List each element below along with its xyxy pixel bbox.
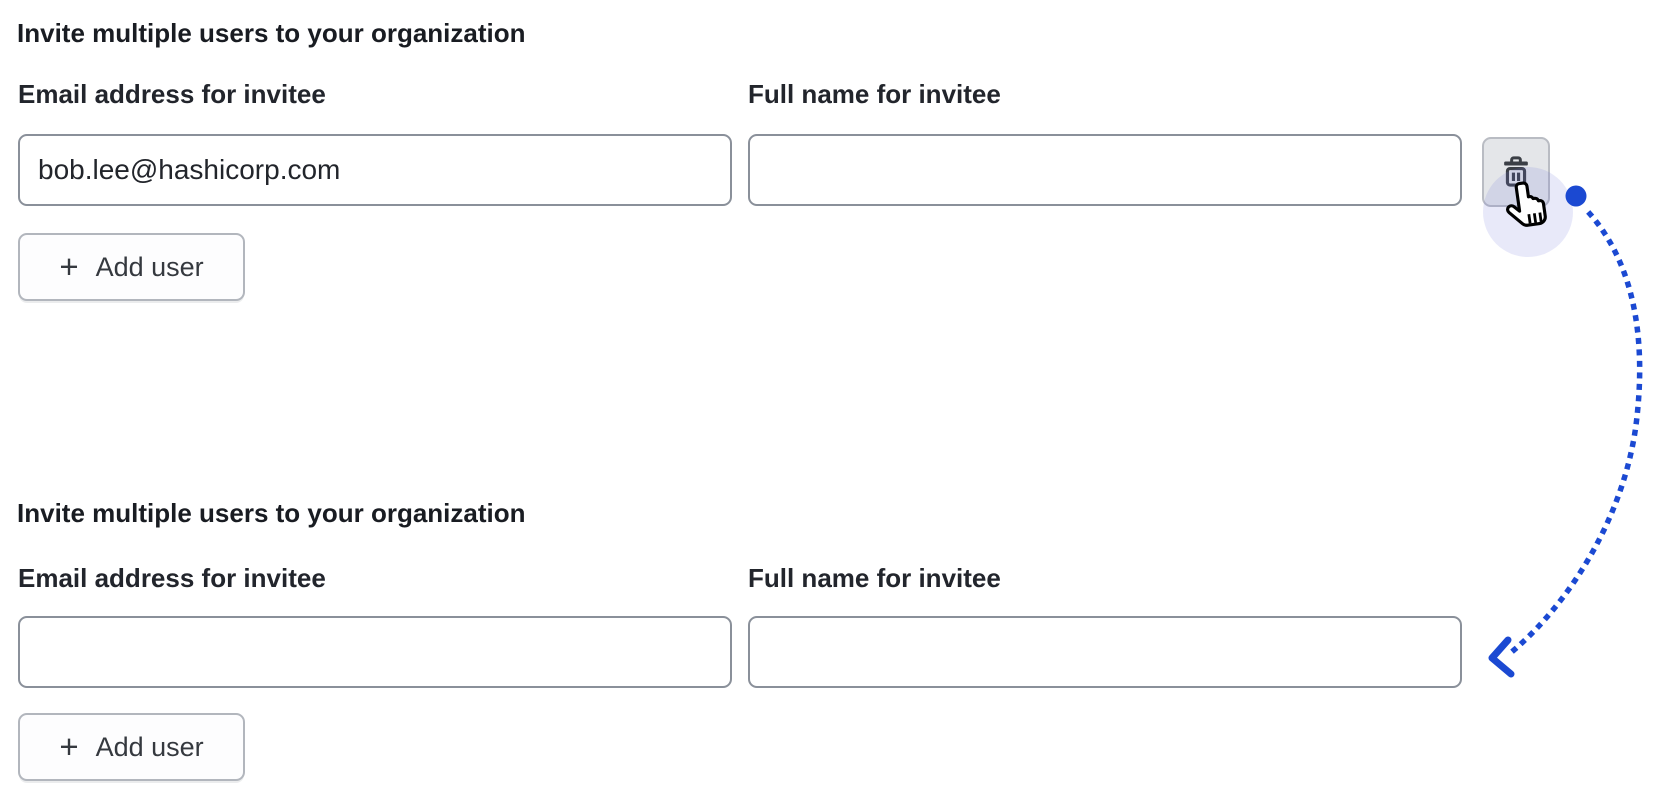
full-name-label-2: Full name for invitee bbox=[748, 563, 1001, 593]
plus-icon: + bbox=[59, 727, 79, 765]
email-label-1: Email address for invitee bbox=[18, 79, 326, 109]
email-input-1[interactable] bbox=[18, 134, 732, 206]
full-name-input-1[interactable] bbox=[748, 134, 1462, 206]
plus-icon: + bbox=[59, 247, 79, 285]
section-2-title: Invite multiple users to your organizati… bbox=[17, 498, 526, 528]
email-label-2: Email address for invitee bbox=[18, 563, 326, 593]
full-name-input-2[interactable] bbox=[748, 616, 1462, 688]
section-1-title: Invite multiple users to your organizati… bbox=[17, 18, 526, 48]
add-user-label: Add user bbox=[95, 251, 204, 282]
arrowhead bbox=[1488, 636, 1515, 678]
arrow-start-dot bbox=[1565, 185, 1587, 207]
email-input-2[interactable] bbox=[18, 616, 732, 688]
full-name-label-1: Full name for invitee bbox=[748, 79, 1001, 109]
delete-row-button[interactable] bbox=[1482, 137, 1550, 207]
trash-icon bbox=[1498, 154, 1534, 190]
add-user-label: Add user bbox=[95, 731, 204, 762]
add-user-button-1[interactable]: + Add user bbox=[18, 233, 245, 301]
dotted-curve bbox=[1510, 210, 1643, 654]
add-user-button-2[interactable]: + Add user bbox=[18, 713, 245, 781]
